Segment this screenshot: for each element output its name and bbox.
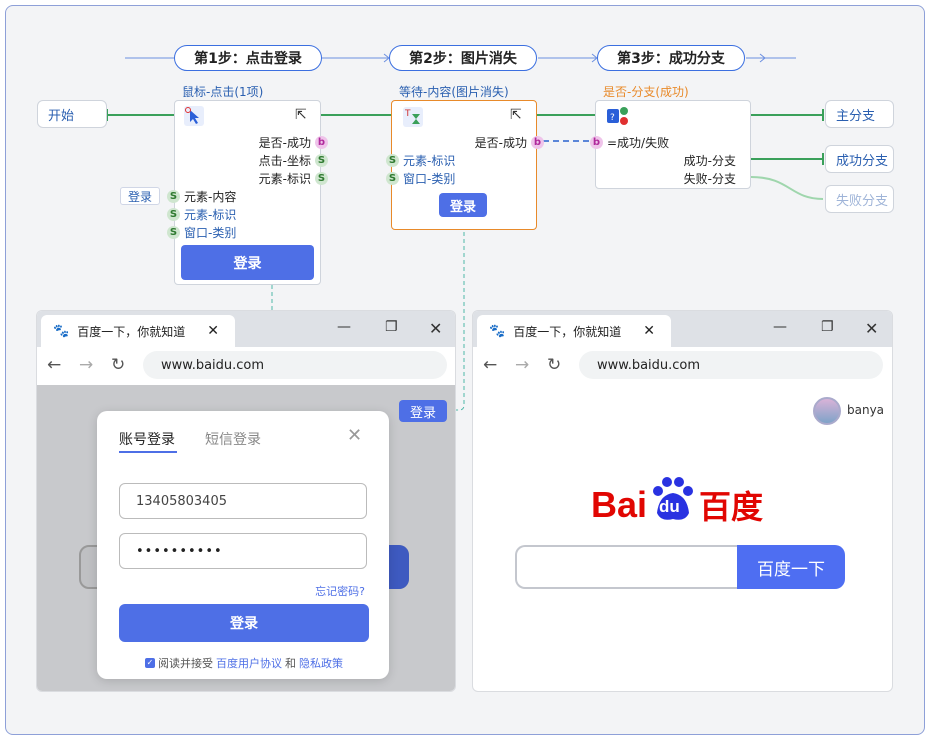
close-window-icon[interactable]: ✕ <box>865 319 879 338</box>
search-input[interactable] <box>515 545 739 589</box>
string-port[interactable]: S <box>315 154 328 167</box>
paw-logo-icon: du <box>649 475 697 523</box>
row-success-label: 是否-成功 <box>258 136 311 150</box>
branch-icon: ? <box>606 105 630 127</box>
agreement-row: ✓ 阅读并接受百度用户协议和隐私政策 <box>145 655 343 671</box>
pointer-icon: ⇱ <box>295 107 307 123</box>
close-tab-icon[interactable]: ✕ <box>643 323 655 339</box>
row-ok-label: 成功-分支 <box>683 154 736 168</box>
password-input[interactable]: •••••••••• <box>119 533 367 569</box>
logo-text-du: du <box>659 497 680 516</box>
string-port[interactable]: S <box>315 172 328 185</box>
user-agreement-link[interactable]: 百度用户协议 <box>216 657 282 670</box>
row-fail-label: 失败-分支 <box>683 172 736 186</box>
string-port[interactable]: S <box>167 190 180 203</box>
logo-text-cn: 百度 <box>699 488 764 526</box>
login-link[interactable]: 登录 <box>399 400 447 422</box>
agree-text: 阅读并接受 <box>158 657 213 670</box>
logo-text-bai: Bai <box>591 484 648 525</box>
search-button[interactable]: 百度一下 <box>737 545 845 589</box>
row-coord-label: 点击-坐标 <box>258 154 311 168</box>
node1-title: 鼠标-点击(1项) <box>182 85 264 99</box>
privacy-policy-link[interactable]: 隐私政策 <box>299 657 343 670</box>
step-2-label: 第2步：图片消失 <box>389 45 537 71</box>
tab-title: 百度一下，你就知道 <box>77 324 186 339</box>
main-branch[interactable]: 主分支 <box>825 100 894 128</box>
login-dialog: 账号登录 短信登录 ✕ 13405803405 •••••••••• 忘记密码?… <box>97 411 389 679</box>
step-3-label: 第3步：成功分支 <box>597 45 745 71</box>
browser-window-left: 🐾 百度一下，你就知道 ✕ — ❐ ✕ ← → ↻ www.baidu.com … <box>36 310 456 692</box>
close-window-icon[interactable]: ✕ <box>429 319 443 338</box>
forward-icon[interactable]: → <box>515 355 530 375</box>
start-node[interactable]: 开始 <box>37 100 107 128</box>
in-window-label: 窗口-类别 <box>403 172 456 186</box>
reload-icon[interactable]: ↻ <box>111 355 126 375</box>
baidu-paw-icon: 🐾 <box>53 323 70 339</box>
minimize-icon[interactable]: — <box>773 319 787 335</box>
string-port[interactable]: S <box>386 172 399 185</box>
active-tab-underline <box>119 451 177 453</box>
wait-icon: T <box>402 106 424 128</box>
in-window-label: 窗口-类别 <box>184 226 237 240</box>
mouse-click-icon <box>183 105 205 127</box>
back-icon[interactable]: ← <box>483 355 498 375</box>
string-port[interactable]: S <box>167 226 180 239</box>
svg-text:T: T <box>404 109 411 119</box>
node3-title: 是否-分支(成功) <box>603 85 689 99</box>
tab-sms-login[interactable]: 短信登录 <box>205 432 261 448</box>
forgot-password-link[interactable]: 忘记密码? <box>315 585 365 598</box>
restore-icon[interactable]: ❐ <box>385 319 398 335</box>
agree-and-text: 和 <box>285 657 296 670</box>
login-button-preview[interactable]: 登录 <box>181 245 314 280</box>
browser-tab[interactable]: 🐾 百度一下，你就知道 ✕ <box>477 315 671 347</box>
reload-icon[interactable]: ↻ <box>547 355 562 375</box>
minimize-icon[interactable]: — <box>337 319 351 335</box>
node2-title: 等待-内容(图片消失) <box>399 85 509 99</box>
in-elemid-label: 元素-标识 <box>403 154 456 168</box>
tab-bar: 🐾 百度一下，你就知道 ✕ — ❐ ✕ <box>473 311 892 347</box>
tab-title: 百度一下，你就知道 <box>513 324 622 339</box>
bool-port[interactable]: b <box>531 136 544 149</box>
browser-tab[interactable]: 🐾 百度一下，你就知道 ✕ <box>41 315 235 347</box>
in-elemid-label: 元素-标识 <box>184 208 237 222</box>
restore-icon[interactable]: ❐ <box>821 319 834 335</box>
baidu-paw-icon: 🐾 <box>489 323 506 339</box>
bool-port[interactable]: b <box>590 136 603 149</box>
branch-node[interactable]: ? b =成功/失败 成功-分支 失败-分支 <box>590 100 751 189</box>
fail-branch[interactable]: 失败分支 <box>825 185 894 213</box>
click-node[interactable]: ⇱ 是否-成功 b 点击-坐标 S 元素-标识 S S 元素-内容 S 元素-标识 S 窗口… <box>167 100 328 285</box>
submit-login-button[interactable]: 登录 <box>119 604 369 642</box>
svg-text:?: ? <box>610 113 615 123</box>
success-branch[interactable]: 成功分支 <box>825 145 894 173</box>
string-port[interactable]: S <box>386 154 399 167</box>
browser-window-right: 🐾 百度一下，你就知道 ✕ — ❐ ✕ ← → ↻ www.baidu.com … <box>472 310 893 692</box>
avatar[interactable] <box>813 397 841 425</box>
address-bar[interactable]: www.baidu.com <box>579 351 883 379</box>
login-button-preview[interactable]: 登录 <box>439 193 487 217</box>
close-dialog-icon[interactable]: ✕ <box>347 425 363 446</box>
login-input-tag: 登录 <box>120 187 160 205</box>
address-bar[interactable]: www.baidu.com <box>143 351 447 379</box>
bool-port[interactable]: b <box>315 136 328 149</box>
row-success-label: 是否-成功 <box>474 136 527 150</box>
wait-node[interactable]: T ⇱ 是否-成功 b S 元素-标识 S 窗口-类别 登录 <box>386 100 544 230</box>
string-port[interactable]: S <box>167 208 180 221</box>
baidu-logo: Bai du 百度 <box>591 473 763 523</box>
pointer-icon: ⇱ <box>510 107 522 123</box>
in-content-label: 元素-内容 <box>184 190 237 204</box>
branch-expression: =成功/失败 <box>607 136 670 150</box>
tab-bar: 🐾 百度一下，你就知道 ✕ — ❐ ✕ <box>37 311 455 347</box>
agree-checkbox[interactable]: ✓ <box>145 658 155 668</box>
back-icon[interactable]: ← <box>47 355 62 375</box>
close-tab-icon[interactable]: ✕ <box>207 323 219 339</box>
forward-icon[interactable]: → <box>79 355 94 375</box>
step-1-label: 第1步：点击登录 <box>174 45 322 71</box>
phone-input[interactable]: 13405803405 <box>119 483 367 519</box>
tab-account-login[interactable]: 账号登录 <box>119 432 175 448</box>
row-elemid-label: 元素-标识 <box>258 172 311 186</box>
username[interactable]: banya <box>847 403 885 417</box>
